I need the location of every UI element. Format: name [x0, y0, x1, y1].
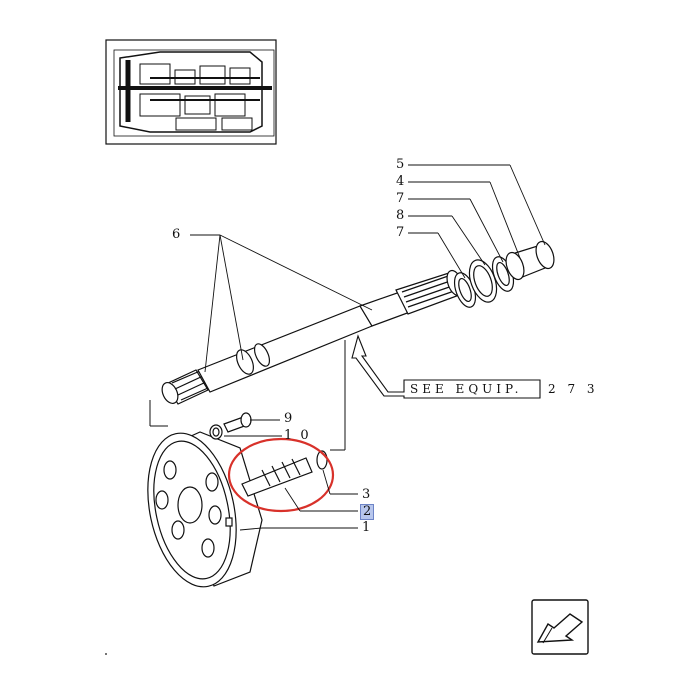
callout-2-selected[interactable]: 2	[360, 504, 375, 520]
next-page-button[interactable]	[532, 600, 588, 654]
callout-4[interactable]: 4	[396, 174, 405, 189]
callout-9[interactable]: 9	[284, 411, 293, 426]
callout-5[interactable]: 5	[396, 157, 405, 172]
see-equip-number[interactable]: 2 7 3	[548, 382, 599, 396]
stray-dot	[105, 653, 107, 655]
callout-10[interactable]: 1 0	[284, 428, 311, 443]
callout-3[interactable]: 3	[362, 487, 371, 502]
see-equip-reference[interactable]: SEE EQUIP.	[410, 382, 523, 396]
see-equip-arrow	[351, 334, 541, 399]
leader-lines	[190, 164, 546, 531]
next-page-icon-graphic	[531, 599, 589, 655]
pin-part-2	[241, 450, 328, 497]
callout-7-lower[interactable]: 7	[396, 225, 405, 240]
locator-thumbnail	[105, 39, 277, 145]
selection-highlight-circle	[227, 437, 335, 513]
flange-hub	[147, 431, 263, 588]
bearing-assembly	[453, 240, 555, 308]
callout-7-upper[interactable]: 7	[396, 191, 405, 206]
main-shaft	[161, 269, 464, 405]
reference-box	[149, 340, 346, 451]
callout-6[interactable]: 6	[172, 227, 181, 242]
callout-8[interactable]: 8	[396, 208, 405, 223]
callout-1[interactable]: 1	[362, 520, 371, 535]
bolt-and-washer	[209, 412, 252, 440]
